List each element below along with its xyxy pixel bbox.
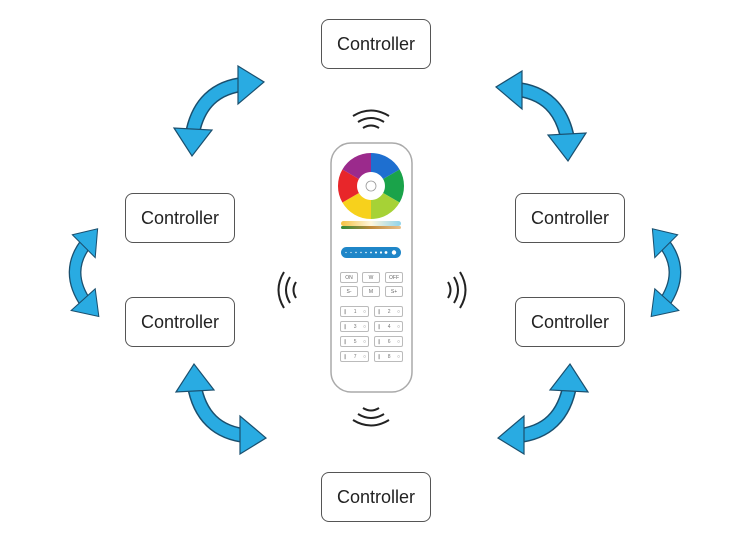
signal-waves-icon bbox=[352, 407, 390, 427]
bidirectional-arrow-icon bbox=[174, 66, 264, 156]
controller-top: Controller bbox=[321, 19, 431, 69]
mode-button[interactable]: M bbox=[362, 286, 380, 297]
brightness-dots bbox=[345, 250, 397, 255]
zone-label: 4 bbox=[387, 323, 391, 330]
zone-label: 5 bbox=[353, 338, 357, 345]
color-temperature-bar[interactable] bbox=[341, 221, 401, 226]
speed-down-button[interactable]: S- bbox=[340, 286, 358, 297]
controller-bottom: Controller bbox=[321, 472, 431, 522]
controller-right-lower: Controller bbox=[515, 297, 625, 347]
color-wheel[interactable] bbox=[337, 153, 405, 219]
zone-2-button[interactable]: ❙2○ bbox=[374, 306, 403, 317]
zone-7-button[interactable]: ❙7○ bbox=[340, 351, 369, 362]
bidirectional-arrow-icon bbox=[176, 364, 266, 454]
zone-1-button[interactable]: ❙1○ bbox=[340, 306, 369, 317]
signal-waves-icon bbox=[352, 109, 390, 129]
zone-label: 8 bbox=[387, 353, 391, 360]
zone-8-button[interactable]: ❙8○ bbox=[374, 351, 403, 362]
on-button[interactable]: ON bbox=[340, 272, 358, 283]
zone-6-button[interactable]: ❙6○ bbox=[374, 336, 403, 347]
zone-label: 7 bbox=[353, 353, 357, 360]
zone-label: 2 bbox=[387, 308, 391, 315]
controller-left-lower: Controller bbox=[125, 297, 235, 347]
zone-label: 6 bbox=[387, 338, 391, 345]
bidirectional-arrow-icon bbox=[496, 71, 586, 161]
controller-left-upper: Controller bbox=[125, 193, 235, 243]
color-temperature-bar-shade bbox=[341, 226, 401, 229]
zone-5-button[interactable]: ❙5○ bbox=[340, 336, 369, 347]
off-button[interactable]: OFF bbox=[385, 272, 403, 283]
zone-label: 1 bbox=[353, 308, 357, 315]
signal-waves-icon bbox=[277, 271, 297, 309]
controller-right-upper: Controller bbox=[515, 193, 625, 243]
speed-up-button[interactable]: S+ bbox=[385, 286, 403, 297]
white-button[interactable]: W bbox=[362, 272, 380, 283]
zone-label: 3 bbox=[353, 323, 357, 330]
bidirectional-arrow-icon bbox=[498, 364, 588, 454]
zone-4-button[interactable]: ❙4○ bbox=[374, 321, 403, 332]
signal-waves-icon bbox=[447, 271, 467, 309]
zone-3-button[interactable]: ❙3○ bbox=[340, 321, 369, 332]
